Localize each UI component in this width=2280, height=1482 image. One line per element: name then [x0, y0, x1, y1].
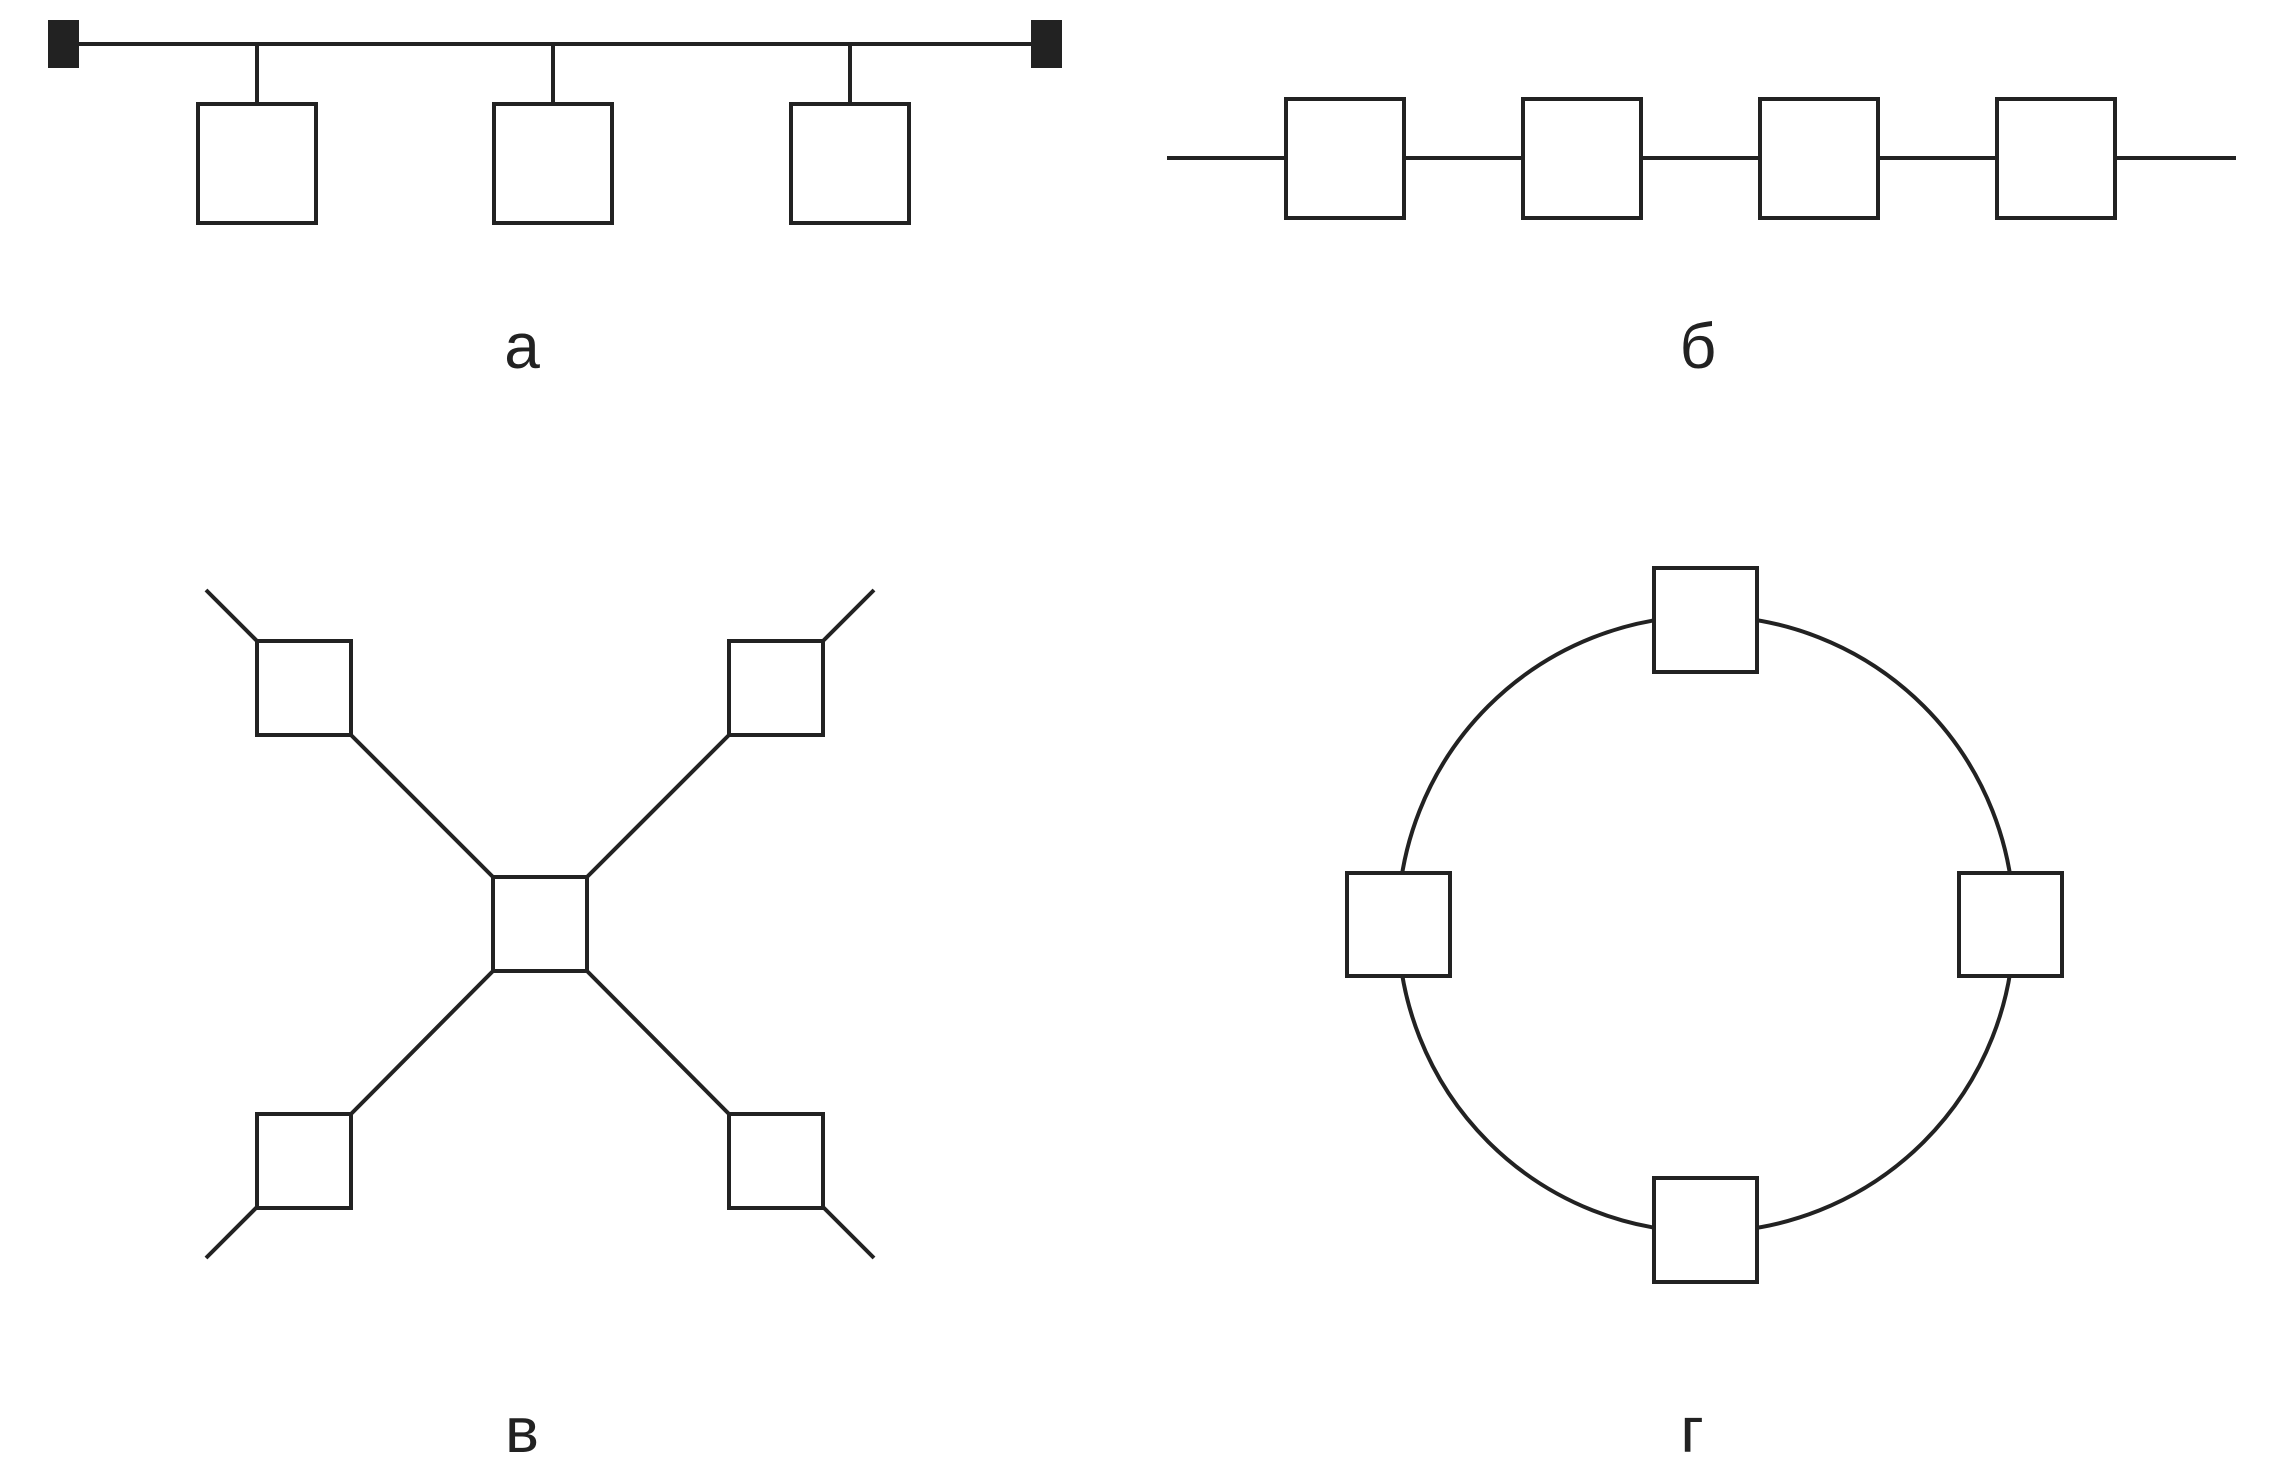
- star-stub-bottom-left: [204, 1205, 259, 1260]
- caption-ring: г: [1680, 1394, 1703, 1466]
- chain-topology-panel: б: [1167, 97, 2236, 382]
- ring-node-top: [1652, 566, 1759, 674]
- star-topology-panel: в: [204, 588, 876, 1466]
- star-node-bottom-left: [255, 1112, 353, 1210]
- bus-topology-panel: а: [48, 20, 1062, 382]
- star-stub-top-right: [821, 588, 876, 643]
- chain-node-1: [1284, 97, 1406, 220]
- ring-node-left: [1345, 871, 1452, 978]
- star-stub-bottom-right: [821, 1205, 876, 1260]
- star-spoke-top-left: [349, 733, 495, 879]
- bus-node-1: [196, 102, 318, 225]
- caption-bus: а: [504, 310, 540, 382]
- bus-terminator-right: [1031, 20, 1062, 68]
- bus-node-2: [492, 102, 614, 225]
- star-spoke-top-right: [585, 733, 731, 879]
- bus-terminator-left: [48, 20, 79, 68]
- ring-node-bottom: [1652, 1176, 1759, 1284]
- star-hub-node: [491, 875, 589, 973]
- ring-loop: [1396, 614, 2016, 1234]
- ring-node-right: [1957, 871, 2064, 978]
- chain-node-3: [1758, 97, 1880, 220]
- star-node-bottom-right: [727, 1112, 825, 1210]
- caption-star: в: [505, 1394, 539, 1466]
- ring-topology-panel: г: [1345, 566, 2064, 1466]
- star-stub-top-left: [204, 588, 259, 643]
- star-spoke-bottom-right: [585, 969, 731, 1116]
- star-spoke-bottom-left: [349, 969, 495, 1116]
- bus-node-3: [789, 102, 911, 225]
- chain-node-2: [1521, 97, 1643, 220]
- caption-chain: б: [1680, 310, 1717, 382]
- star-node-top-left: [255, 639, 353, 737]
- star-node-top-right: [727, 639, 825, 737]
- chain-node-4: [1995, 97, 2117, 220]
